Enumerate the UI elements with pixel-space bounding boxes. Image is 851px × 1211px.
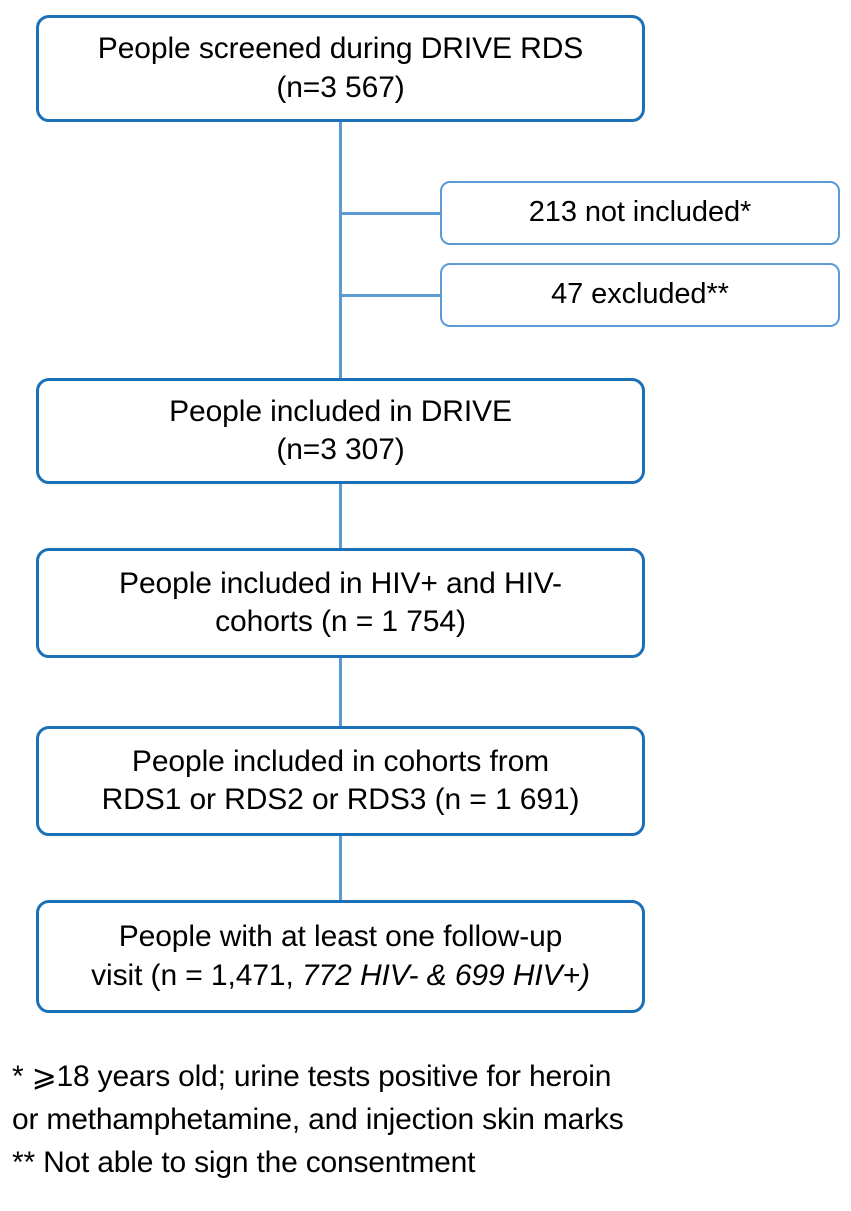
flow-box-excluded-label: 47 excluded** [551, 278, 729, 311]
flow-box-included-drive-line1: People included in DRIVE [169, 394, 512, 428]
flow-box-screened: People screened during DRIVE RDS (n=3 56… [36, 15, 645, 122]
flow-box-excluded: 47 excluded** [440, 263, 840, 327]
flow-box-rds-cohorts: People included in cohorts from RDS1 or … [36, 726, 645, 836]
flow-box-not-included-label: 213 not included* [528, 196, 752, 229]
flow-box-hiv-cohorts: People included in HIV+ and HIV- cohorts… [36, 548, 645, 658]
flow-box-screened-text: People screened during DRIVE RDS (n=3 56… [39, 30, 642, 107]
flow-box-hiv-cohorts-line1: People included in HIV+ and HIV- [119, 566, 562, 600]
flow-box-follow-up-text: People with at least one follow-up visit… [39, 918, 642, 995]
flow-box-rds-cohorts-line2: RDS1 or RDS2 or RDS3 (n = 1 691) [101, 783, 580, 816]
connector-drive-to-hiv-cohorts [339, 484, 342, 548]
flow-box-follow-up-line1: People with at least one follow-up [118, 920, 563, 954]
connector-hiv-cohorts-to-rds [339, 658, 342, 726]
footnote-line-1: * ⩾18 years old; urine tests positive fo… [12, 1060, 612, 1093]
flow-box-included-drive: People included in DRIVE (n=3 307) [36, 378, 645, 484]
connector-trunk-screened-to-drive [339, 122, 342, 378]
flow-box-follow-up-line2-italic: 772 HIV- & 699 HIV+) [301, 958, 590, 992]
flow-box-rds-cohorts-line1: People included in cohorts from [131, 744, 550, 778]
footnotes: * ⩾18 years old; urine tests positive fo… [12, 1055, 842, 1184]
flow-box-included-drive-text: People included in DRIVE (n=3 307) [39, 393, 642, 470]
footnote-line-3: ** Not able to sign the consentment [12, 1146, 476, 1179]
footnote-line-2: or methamphetamine, and injection skin m… [12, 1103, 624, 1136]
flow-box-follow-up: People with at least one follow-up visit… [36, 900, 645, 1013]
flow-box-not-included: 213 not included* [440, 181, 840, 245]
flow-box-hiv-cohorts-line2: cohorts (n = 1 754) [215, 605, 466, 638]
flow-box-included-drive-line2: (n=3 307) [276, 433, 405, 466]
connector-branch-not-included [339, 212, 440, 215]
flow-box-screened-line2: (n=3 567) [276, 70, 405, 104]
flow-box-follow-up-line2-plain: visit (n = 1,471, [91, 958, 302, 992]
flow-box-hiv-cohorts-text: People included in HIV+ and HIV- cohorts… [39, 565, 642, 642]
connector-branch-excluded [339, 294, 440, 297]
flow-box-rds-cohorts-text: People included in cohorts from RDS1 or … [39, 743, 642, 820]
flow-box-screened-line1: People screened during DRIVE RDS [97, 32, 584, 66]
connector-rds-to-follow-up [339, 836, 342, 900]
